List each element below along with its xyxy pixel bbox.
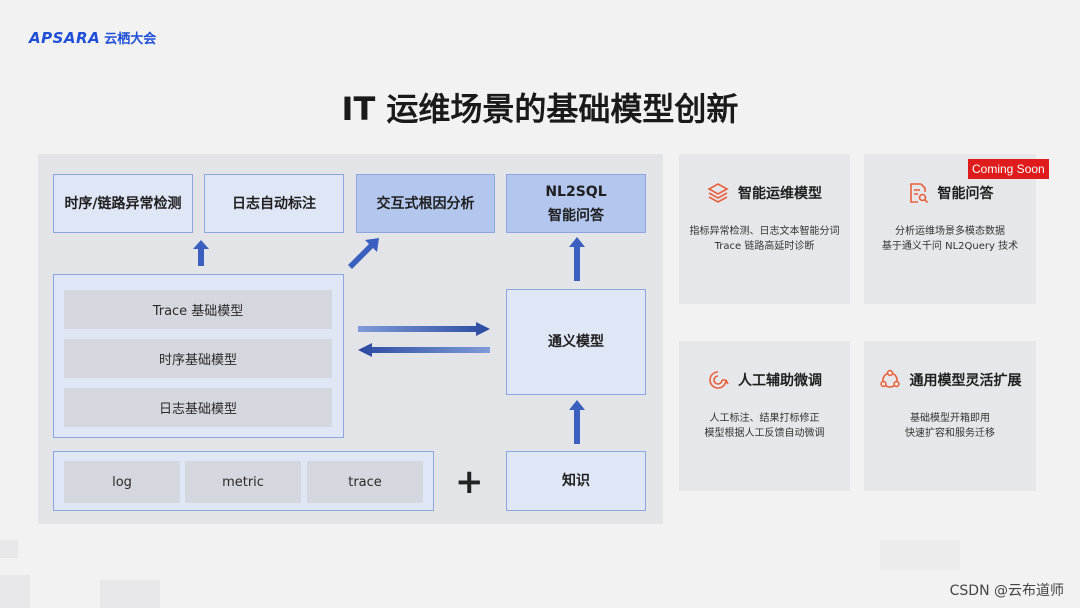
card-header: 智能运维模型 — [679, 182, 850, 204]
background-block — [0, 540, 18, 558]
background-block — [880, 540, 960, 570]
arrow-right-icon — [358, 322, 490, 336]
swirl-icon — [709, 371, 729, 389]
arrow-up-icon — [569, 400, 585, 444]
card-header: 智能问答 — [864, 182, 1036, 204]
tongyi-model-box: 通义模型 — [506, 289, 646, 395]
card-title: 通用模型灵活扩展 — [909, 373, 1022, 389]
metric-source-item: metric — [185, 461, 301, 503]
timeseries-model-label: 时序基础模型 — [158, 353, 237, 368]
smart-qa-label: 智能问答 — [548, 207, 604, 224]
layers-icon — [707, 183, 729, 203]
trace-source-item: trace — [307, 461, 423, 503]
trace-model-label: Trace 基础模型 — [152, 304, 244, 319]
arrow-left-icon — [358, 343, 490, 357]
metric-source-label: metric — [222, 474, 264, 490]
log-source-label: log — [112, 474, 132, 490]
logo-suffix: 云栖大会 — [104, 32, 157, 47]
feature-card-smart-qa: 智能问答 分析运维场景多模态数据 基于通义千问 NL2Query 技术 — [864, 154, 1036, 304]
card-title: 人工辅助微调 — [738, 373, 822, 389]
timeseries-model-item: 时序基础模型 — [64, 339, 332, 378]
feature-card-aiops-model: 智能运维模型 指标异常检测、日志文本智能分词 Trace 链路高延时诊断 — [679, 154, 850, 304]
card-desc-line: 人工标注、结果打标修正 — [709, 413, 820, 424]
card-header: 人工辅助微调 — [679, 369, 850, 391]
plus-icon: + — [455, 462, 484, 502]
card-desc-line: 基础模型开箱即用 — [910, 413, 990, 424]
anomaly-detection-box: 时序/链路异常检测 — [53, 174, 193, 233]
card-description: 分析运维场景多模态数据 基于通义千问 NL2Query 技术 — [864, 224, 1036, 254]
feature-card-human-finetune: 人工辅助微调 人工标注、结果打标修正 模型根据人工反馈自动微调 — [679, 341, 850, 491]
arrow-up-icon — [569, 237, 585, 281]
trace-source-label: trace — [348, 474, 382, 490]
card-desc-line: 快速扩容和服务迁移 — [905, 428, 995, 439]
brand-logo: APSARA 云栖大会 — [29, 28, 157, 48]
card-description: 人工标注、结果打标修正 模型根据人工反馈自动微调 — [679, 411, 850, 441]
knowledge-box: 知识 — [506, 451, 646, 511]
card-desc-line: 模型根据人工反馈自动微调 — [704, 428, 825, 439]
logo-wordmark: APSARA — [29, 28, 101, 47]
background-block — [0, 575, 30, 608]
card-desc-line: Trace 链路高延时诊断 — [714, 241, 815, 252]
background-block — [100, 580, 160, 608]
trace-model-item: Trace 基础模型 — [64, 290, 332, 329]
card-desc-line: 基于通义千问 NL2Query 技术 — [881, 241, 1019, 252]
nl2sql-label: NL2SQL — [545, 183, 607, 200]
root-cause-label: 交互式根因分析 — [376, 195, 475, 212]
page-title: IT 运维场景的基础模型创新 — [341, 90, 739, 128]
arrow-up-icon — [193, 240, 209, 266]
watermark-text: CSDN @云布道师 — [949, 583, 1064, 599]
log-source-item: log — [64, 461, 180, 503]
log-labeling-box: 日志自动标注 — [204, 174, 344, 233]
feature-card-general-extension: 通用模型灵活扩展 基础模型开箱即用 快速扩容和服务迁移 — [864, 341, 1036, 491]
nl2sql-box: NL2SQL 智能问答 — [506, 174, 646, 233]
card-title: 智能问答 — [937, 186, 994, 202]
coming-soon-badge: Coming Soon — [968, 159, 1049, 179]
arrow-diagonal-icon — [348, 238, 379, 269]
anomaly-detection-label: 时序/链路异常检测 — [64, 195, 182, 212]
log-labeling-label: 日志自动标注 — [232, 195, 316, 212]
card-header: 通用模型灵活扩展 — [864, 369, 1036, 391]
tongyi-model-label: 通义模型 — [548, 334, 604, 350]
document-search-icon — [909, 183, 928, 204]
share-nodes-icon — [879, 369, 900, 388]
card-desc-line: 指标异常检测、日志文本智能分词 — [689, 226, 840, 237]
log-model-label: 日志基础模型 — [158, 402, 237, 417]
card-description: 基础模型开箱即用 快速扩容和服务迁移 — [864, 411, 1036, 441]
card-desc-line: 分析运维场景多模态数据 — [895, 226, 1005, 237]
card-title: 智能运维模型 — [738, 186, 822, 202]
log-model-item: 日志基础模型 — [64, 388, 332, 427]
knowledge-label: 知识 — [562, 473, 590, 489]
root-cause-box: 交互式根因分析 — [356, 174, 495, 233]
card-description: 指标异常检测、日志文本智能分词 Trace 链路高延时诊断 — [679, 224, 850, 254]
